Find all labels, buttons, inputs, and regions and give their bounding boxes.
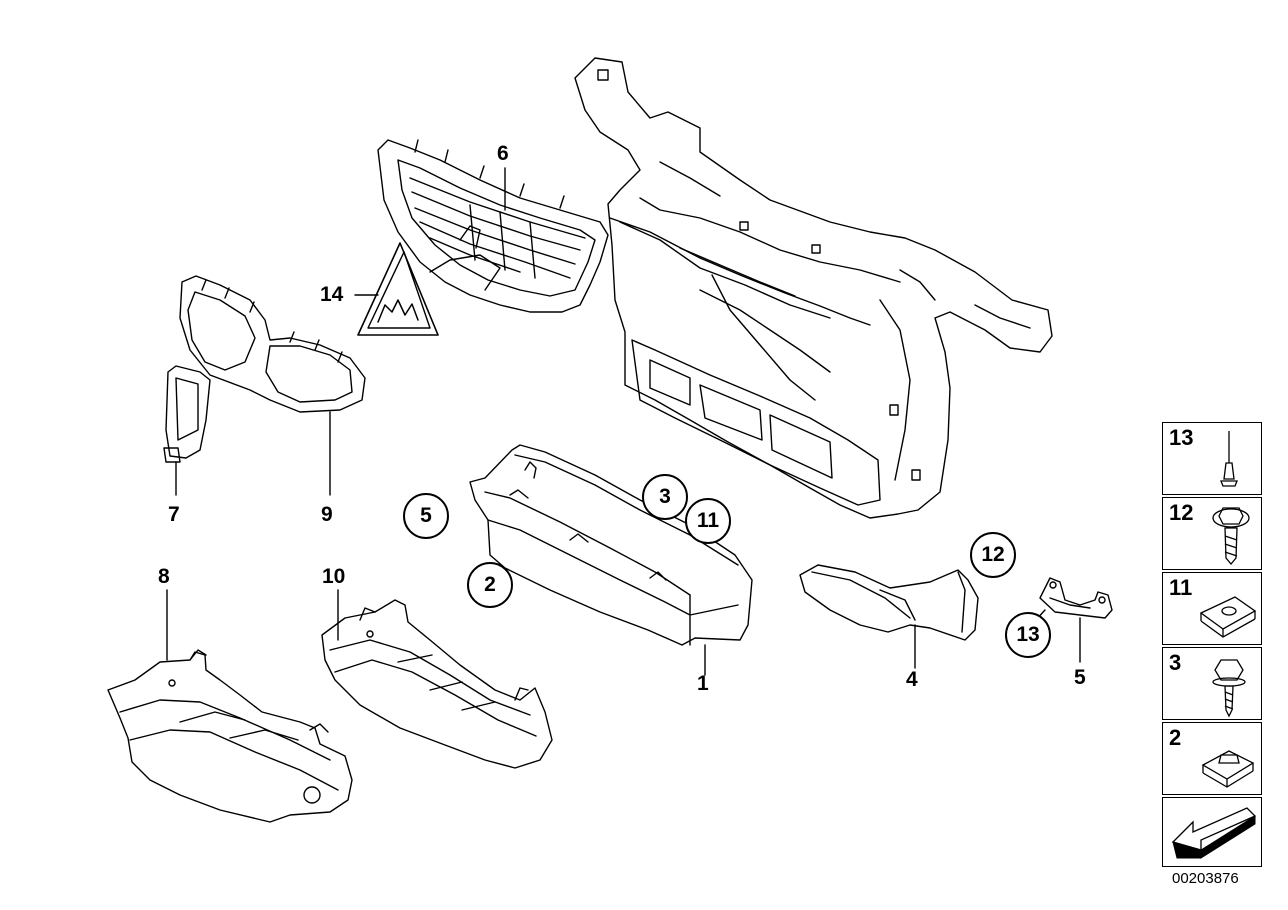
- part-6-grille-frame: [377, 139, 609, 313]
- callout-part-9: 9: [321, 503, 333, 526]
- callout-part-5: 5: [1074, 666, 1086, 689]
- part-5-bracket: [1039, 577, 1113, 663]
- callout-part-8: 8: [158, 565, 170, 588]
- circled-callout-3: 3: [642, 474, 688, 520]
- legend-item-12: 12: [1162, 497, 1262, 570]
- legend-item-11: 11: [1162, 572, 1262, 645]
- hex-bolt-icon: [1212, 659, 1246, 718]
- legend-item-3: 3: [1162, 647, 1262, 720]
- radiator-support-frame: [574, 57, 1053, 519]
- arrow-icon: [1171, 807, 1257, 859]
- part-14-warning-label: [354, 242, 439, 336]
- legend-item-13: 13: [1162, 422, 1262, 495]
- callout-part-6: 6: [497, 142, 509, 165]
- circled-callout-2: 2: [467, 562, 513, 608]
- flange-bolt-icon: [1212, 507, 1250, 566]
- callout-part-7: 7: [168, 503, 180, 526]
- callout-part-1: 1: [697, 672, 709, 695]
- clip-nut-icon: [1201, 750, 1255, 788]
- circled-callout-12: 12: [970, 532, 1016, 578]
- callout-part-10: 10: [322, 565, 346, 588]
- callout-part-14: 14: [320, 283, 344, 306]
- part-1-air-duct: [469, 444, 753, 676]
- diagram-number: 00203876: [1172, 870, 1239, 887]
- rivet-icon: [1220, 431, 1238, 487]
- circled-callout-5: 5: [403, 493, 449, 539]
- legend-item-2: 2: [1162, 722, 1262, 795]
- speed-nut-icon: [1199, 596, 1257, 638]
- circled-callout-13: 13: [1005, 612, 1051, 658]
- legend-arrow-cell: [1162, 797, 1262, 867]
- part-8-air-duct: [107, 589, 353, 823]
- part-9-kidney-grille: [179, 275, 366, 496]
- part-4-side-duct: [799, 564, 979, 669]
- callout-part-4: 4: [906, 668, 918, 691]
- part-10-air-duct: [321, 589, 553, 769]
- part-7-bracket: [163, 365, 211, 496]
- circled-callout-11: 11: [685, 498, 731, 544]
